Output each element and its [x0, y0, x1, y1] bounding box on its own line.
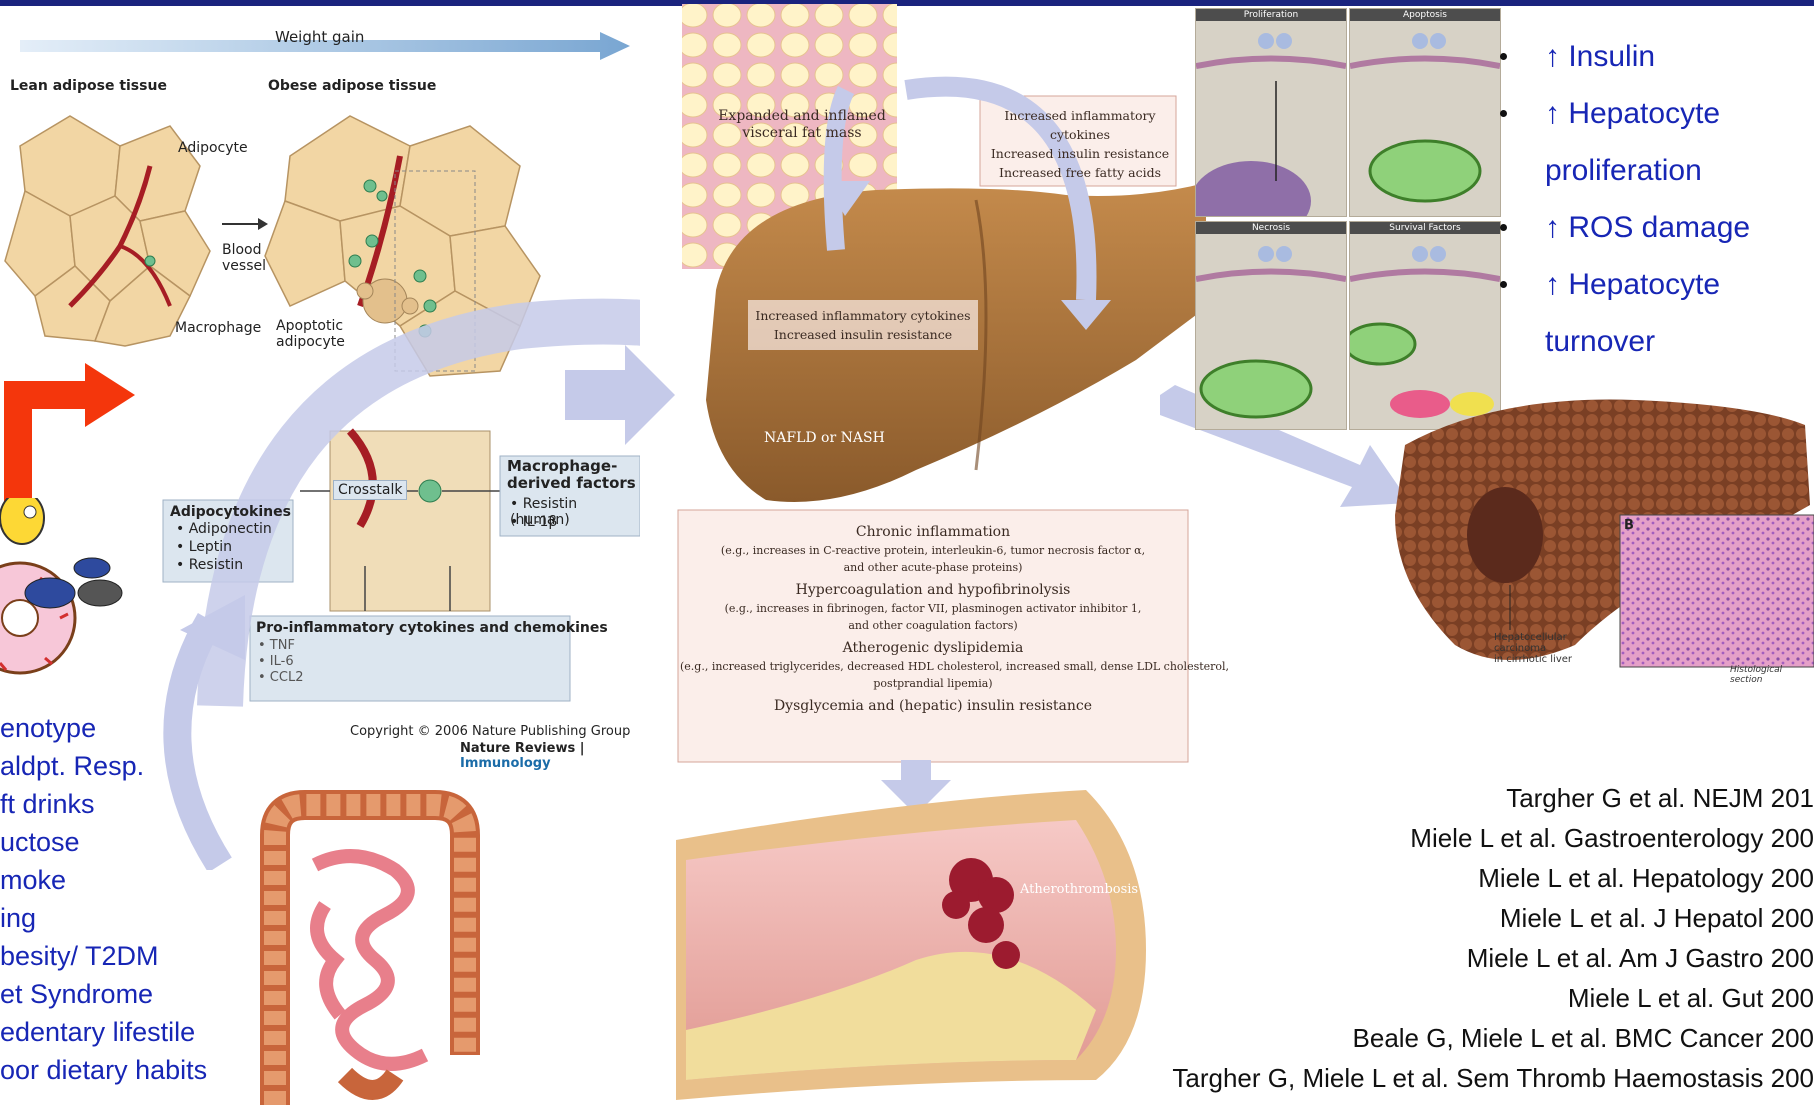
panel-title: Proliferation [1196, 9, 1346, 21]
reference: Beale G, Miele L et al. BMC Cancer 200 [1353, 1023, 1814, 1054]
bullet-dot [1500, 224, 1507, 231]
bullet-item: ↑ Insulin [1545, 40, 1655, 74]
panel-title: Survival Factors [1350, 222, 1500, 234]
reference: Miele L et al. J Hepatol 200 [1500, 903, 1814, 934]
bullet-item: proliferation [1545, 154, 1702, 188]
cartoon-character-icon [0, 498, 130, 678]
panel-apoptosis: Apoptosis [1349, 8, 1501, 217]
weight-gain-label: Weight gain [275, 28, 364, 46]
risk-factor: uctose [0, 827, 80, 858]
proinflammatory-title: Pro-inflammatory cytokines and chemokine… [256, 620, 608, 636]
bullet-dot [1500, 53, 1507, 60]
cirrhotic-liver-drawing [1375, 385, 1814, 685]
visceral-fat-label: Expanded and inflamed visceral fat mass [712, 108, 892, 142]
histology-label: Histological section [1730, 665, 1814, 685]
risk-factor: edentary lifestile [0, 1017, 195, 1048]
bullet-dot [1500, 281, 1507, 288]
bullet-dot [1500, 110, 1507, 117]
apoptotic-label: Apoptotic adipocyte [276, 318, 345, 350]
adipocytokines-title: Adipocytokines [170, 504, 291, 520]
consequence-heading: Dysglycemia and (hepatic) insulin resist… [680, 698, 1186, 714]
risk-factor: ft drinks [0, 789, 95, 820]
liver-inset-item: Increased inflammatory cytokines [748, 306, 978, 325]
adipocyte-label: Adipocyte [178, 140, 248, 156]
panel-title: Apoptosis [1350, 9, 1500, 21]
consequence-detail: (e.g., increased triglycerides, decrease… [680, 658, 1186, 692]
reference: Targher G, Miele L et al. Sem Thromb Hae… [1172, 1063, 1814, 1094]
necrosis-drawing [1196, 234, 1346, 429]
bullet-item: turnover [1545, 325, 1655, 359]
adipocytokine-item: • Resistin [176, 557, 243, 573]
macrophage-factor-item: • IL-1β [510, 514, 557, 530]
nafld-label: NAFLD or NASH [764, 430, 885, 446]
liver-inset-label: Increased inflammatory cytokines Increas… [748, 306, 978, 344]
journal-name: Nature Reviews | Immunology [460, 741, 640, 771]
right-arrow-icon [565, 345, 675, 445]
adipocytokine-item: • Leptin [176, 539, 232, 555]
adipocytokine-item: • Adiponectin [176, 521, 272, 537]
panel-necrosis: Necrosis [1195, 221, 1347, 430]
risk-factor: ing [0, 903, 36, 934]
increased-item: Increased free fatty acids [982, 163, 1178, 182]
panel-title: Necrosis [1196, 222, 1346, 234]
reference: Miele L et al. Am J Gastro 200 [1467, 943, 1814, 974]
liver-inset-item: Increased insulin resistance [748, 325, 978, 344]
consequences-list: Chronic inflammation (e.g., increases in… [680, 524, 1186, 714]
consequence-detail: (e.g., increases in C-reactive protein, … [680, 542, 1186, 576]
consequence-heading: Hypercoagulation and hypofibrinolysis [680, 582, 1186, 598]
red-up-right-arrow-icon [0, 345, 140, 505]
proliferation-drawing [1196, 21, 1346, 216]
bullet-item: ↑ Hepatocyte [1545, 268, 1720, 302]
tnf-panels: Proliferation Apoptosis Necrosis Surviva… [1195, 8, 1499, 428]
consequence-heading: Atherogenic dyslipidemia [680, 640, 1186, 656]
hcc-label: Hepatocellular carcinoma in cirrhotic li… [1494, 632, 1572, 665]
reference: Miele L et al. Gastroenterology 200 [1410, 823, 1814, 854]
atherothrombosis-label: Atherothrombosis [1020, 882, 1138, 897]
consequence-heading: Chronic inflammation [680, 524, 1186, 540]
bullet-item: ↑ ROS damage [1545, 211, 1750, 245]
bullet-item: ↑ Hepatocyte [1545, 97, 1720, 131]
crosstalk-label: Crosstalk [333, 480, 407, 500]
reference: Targher G et al. NEJM 201 [1506, 783, 1814, 814]
risk-factor: oor dietary habits [0, 1055, 207, 1086]
panel-proliferation: Proliferation [1195, 8, 1347, 217]
apoptosis-drawing [1350, 21, 1500, 216]
risk-factor: aldpt. Resp. [0, 751, 144, 782]
histology-panel-letter: B [1624, 518, 1634, 533]
copyright: Copyright © 2006 Nature Publishing Group [350, 724, 630, 739]
risk-factor: besity/ T2DM [0, 941, 159, 972]
risk-factor: enotype [0, 713, 96, 744]
reference: Miele L et al. Hepatology 200 [1478, 863, 1814, 894]
increased-item: Increased inflammatory cytokines [982, 106, 1178, 144]
macrophage-factors-title: Macrophage- derived factors [507, 458, 636, 492]
increased-item: Increased insulin resistance [982, 144, 1178, 163]
risk-factor: et Syndrome [0, 979, 153, 1010]
consequence-detail: (e.g., increases in fibrinogen, factor V… [680, 600, 1186, 634]
lean-title: Lean adipose tissue [10, 78, 167, 94]
obese-title: Obese adipose tissue [268, 78, 436, 94]
increased-box: Increased inflammatory cytokines Increas… [982, 106, 1178, 182]
intestine-illustration [245, 775, 495, 1111]
macrophage-label: Macrophage [175, 320, 261, 336]
reference: Miele L et al. Gut 200 [1568, 983, 1814, 1014]
risk-factor: moke [0, 865, 66, 896]
blood-vessel-label: Blood vessel [222, 242, 266, 274]
